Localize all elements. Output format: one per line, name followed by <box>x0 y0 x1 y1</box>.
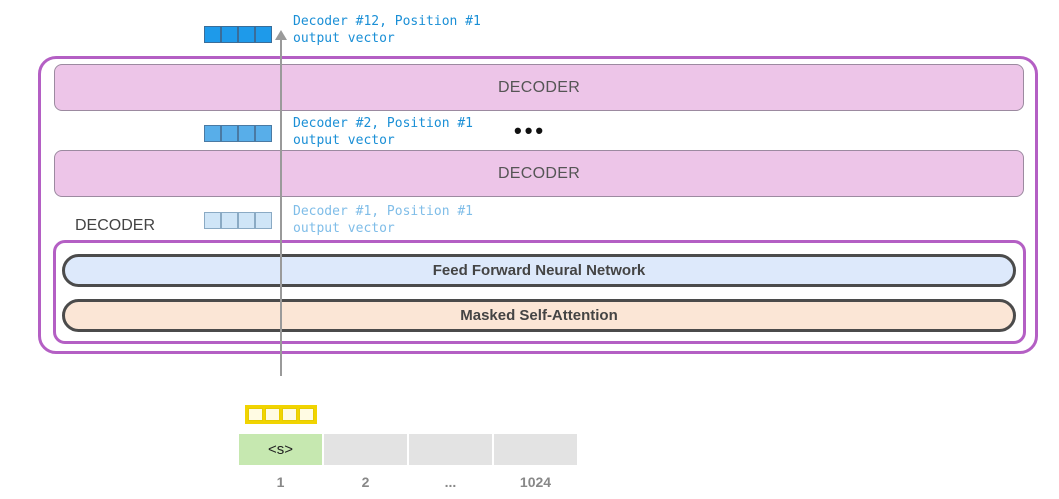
position-label-1: 1 <box>276 474 285 490</box>
masked-self-attention-layer: Masked Self-Attention <box>62 299 1016 332</box>
decoder-block-middle: DECODER <box>54 150 1024 197</box>
feed-forward-layer: Feed Forward Neural Network <box>62 254 1016 287</box>
position-label-3: ... <box>444 474 457 490</box>
decoder-side-label: DECODER <box>75 217 156 234</box>
flow-arrow-head-icon <box>275 30 287 40</box>
decoder-block-expanded <box>53 240 1026 344</box>
decoder-12-output-subtitle: output vector <box>293 31 395 46</box>
decoder-2-output-subtitle: output vector <box>293 133 395 148</box>
token-slot-1: <s> <box>239 434 322 465</box>
token-slot-3 <box>409 434 492 465</box>
input-embedding-vector <box>245 405 317 424</box>
decoder-1-output-caption: Decoder #1, Position #1 output vector <box>293 203 473 237</box>
position-label-2: 2 <box>361 474 370 490</box>
decoder-stack-frame <box>38 56 1038 354</box>
decoder-2-output-title: Decoder #2, Position #1 <box>293 116 474 131</box>
decoder-block-top: DECODER <box>54 64 1024 111</box>
decoder-1-output-subtitle: output vector <box>293 221 395 236</box>
token-slot-4 <box>494 434 577 465</box>
decoder-12-output-caption: Decoder #12, Position #1 output vector <box>293 13 481 47</box>
more-decoders-ellipsis: ••• <box>514 118 547 143</box>
token-slot-2 <box>324 434 407 465</box>
decoder-2-output-caption: Decoder #2, Position #1 output vector <box>293 115 473 149</box>
decoder-12-output-vector <box>204 26 272 43</box>
decoder-12-output-title: Decoder #12, Position #1 <box>293 14 481 29</box>
decoder-1-output-title: Decoder #1, Position #1 <box>293 204 474 219</box>
decoder-1-output-vector <box>204 212 272 229</box>
position-label-4: 1024 <box>519 474 552 490</box>
decoder-2-output-vector <box>204 125 272 142</box>
flow-arrow-shaft <box>280 38 282 376</box>
